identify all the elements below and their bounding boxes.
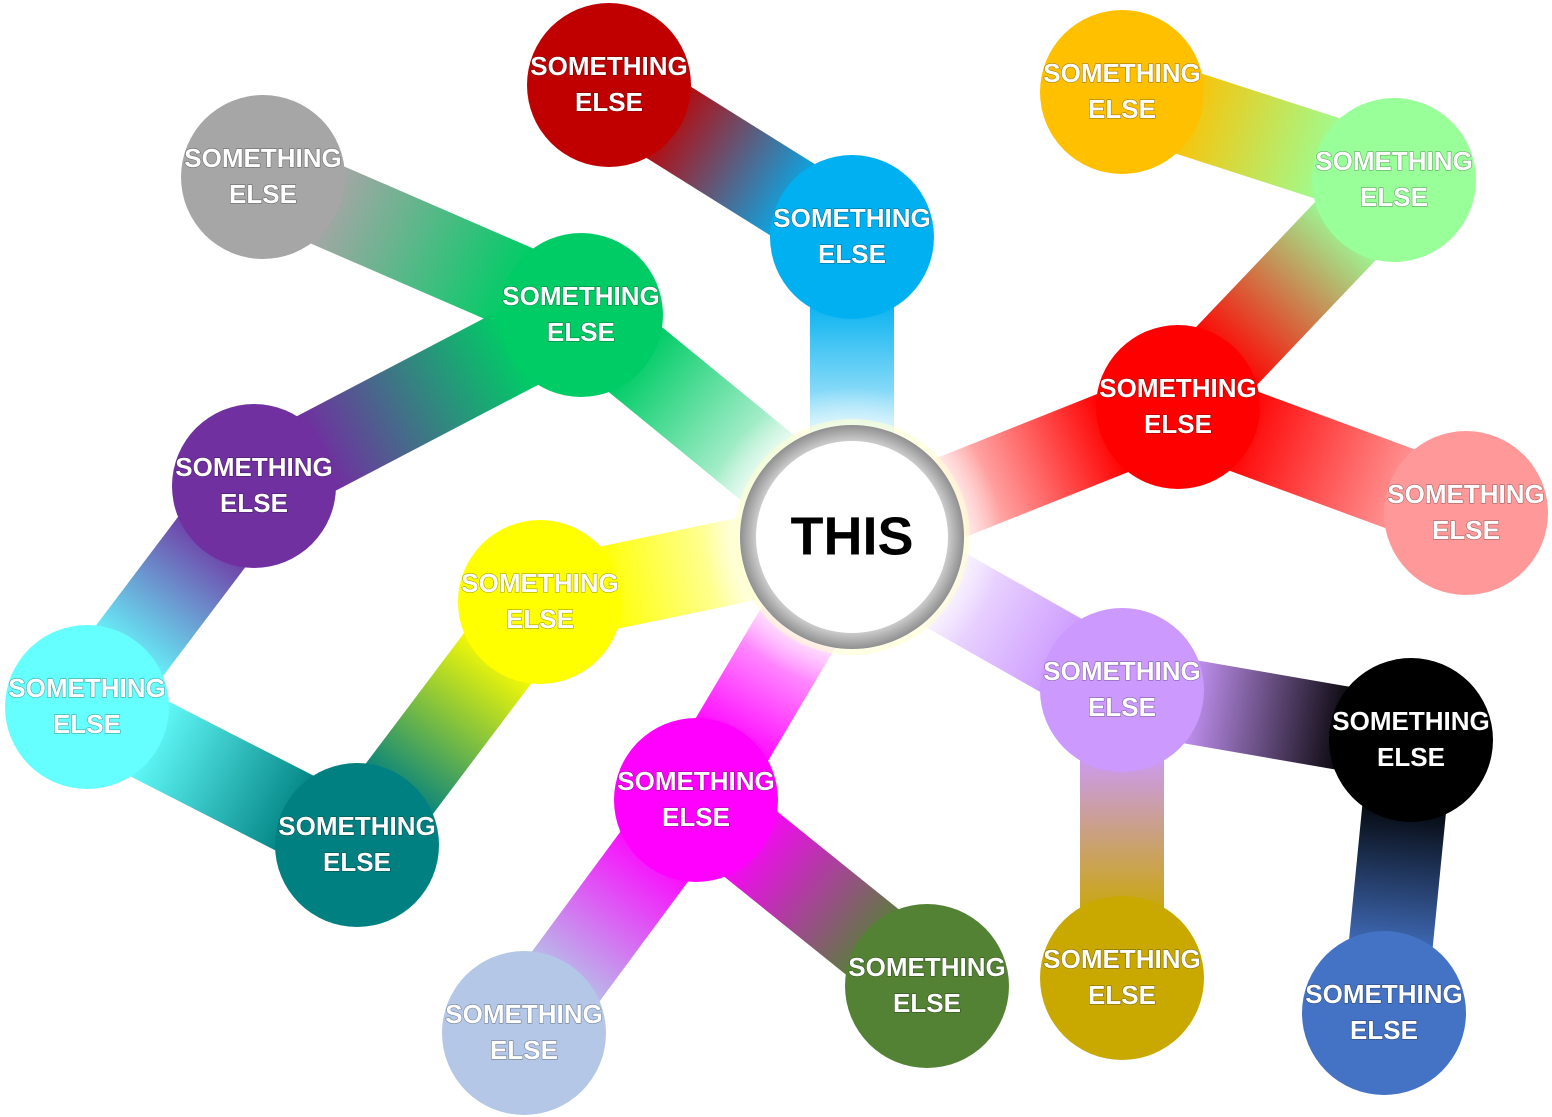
node-label-line2: ELSE bbox=[1432, 515, 1500, 545]
node-circle bbox=[1312, 98, 1476, 262]
node-label-line2: ELSE bbox=[229, 179, 297, 209]
node-circle bbox=[1040, 608, 1204, 772]
node-circle bbox=[275, 763, 439, 927]
node-magenta: SOMETHING ELSE bbox=[614, 718, 778, 882]
node-label-line2: ELSE bbox=[1088, 980, 1156, 1010]
node-circle bbox=[770, 155, 934, 319]
node-circle bbox=[442, 951, 606, 1115]
node-label-line1: SOMETHING bbox=[530, 51, 687, 81]
node-circle bbox=[614, 718, 778, 882]
node-lavender: SOMETHING ELSE bbox=[1040, 608, 1204, 772]
node-label-line1: SOMETHING bbox=[175, 452, 332, 482]
node-circle bbox=[172, 404, 336, 568]
node-circle bbox=[527, 3, 691, 167]
node-red: SOMETHING ELSE bbox=[1096, 325, 1260, 489]
node-label-line1: SOMETHING bbox=[445, 999, 602, 1029]
center-label: THIS bbox=[790, 506, 913, 566]
node-black: SOMETHING ELSE bbox=[1329, 658, 1493, 822]
node-purple: SOMETHING ELSE bbox=[172, 404, 336, 568]
node-paleblue: SOMETHING ELSE bbox=[442, 951, 606, 1115]
node-circle bbox=[1040, 896, 1204, 1060]
node-label-line2: ELSE bbox=[575, 87, 643, 117]
node-skyblue: SOMETHING ELSE bbox=[770, 155, 934, 319]
node-label-line1: SOMETHING bbox=[1043, 656, 1200, 686]
node-gray: SOMETHING ELSE bbox=[181, 95, 345, 259]
node-circle bbox=[458, 520, 622, 684]
node-salmon: SOMETHING ELSE bbox=[1384, 431, 1548, 595]
center-fade-overlay bbox=[702, 387, 1002, 687]
node-label-line2: ELSE bbox=[53, 709, 121, 739]
node-darkred: SOMETHING ELSE bbox=[527, 3, 691, 167]
node-label-line2: ELSE bbox=[1088, 94, 1156, 124]
nodes-layer: SOMETHINGELSESOMETHINGELSESOMETHINGELSES… bbox=[5, 3, 1548, 1115]
node-label-line2: ELSE bbox=[490, 1035, 558, 1065]
node-label-line1: SOMETHING bbox=[773, 203, 930, 233]
node-label-line2: ELSE bbox=[818, 239, 886, 269]
node-label-line2: ELSE bbox=[1350, 1015, 1418, 1045]
node-blue: SOMETHING ELSE bbox=[1302, 931, 1466, 1095]
node-label-line1: SOMETHING bbox=[278, 811, 435, 841]
node-label-line2: ELSE bbox=[323, 847, 391, 877]
node-circle bbox=[1040, 10, 1204, 174]
node-circle bbox=[1329, 658, 1493, 822]
node-label-line2: ELSE bbox=[506, 604, 574, 634]
node-circle bbox=[1384, 431, 1548, 595]
node-mustard: SOMETHING ELSE bbox=[1040, 896, 1204, 1060]
node-label-line1: SOMETHING bbox=[461, 568, 618, 598]
node-label-line1: SOMETHING bbox=[1387, 479, 1544, 509]
node-label-line1: SOMETHING bbox=[1315, 146, 1472, 176]
node-label-line1: SOMETHING bbox=[848, 952, 1005, 982]
node-orange: SOMETHING ELSE bbox=[1040, 10, 1204, 174]
node-label-line1: SOMETHING bbox=[1099, 373, 1256, 403]
node-circle bbox=[499, 233, 663, 397]
node-label-line2: ELSE bbox=[1088, 692, 1156, 722]
node-label-line2: ELSE bbox=[1360, 182, 1428, 212]
node-circle bbox=[845, 904, 1009, 1068]
node-yellow: SOMETHING ELSE bbox=[458, 520, 622, 684]
node-label-line2: ELSE bbox=[1377, 742, 1445, 772]
node-label-line1: SOMETHING bbox=[617, 766, 774, 796]
hub-fade bbox=[702, 387, 1002, 687]
node-lightgreen: SOMETHING ELSE bbox=[1312, 98, 1476, 262]
node-label-line2: ELSE bbox=[220, 488, 288, 518]
node-label-line1: SOMETHING bbox=[184, 143, 341, 173]
node-olive: SOMETHING ELSE bbox=[845, 904, 1009, 1068]
node-label-line2: ELSE bbox=[662, 802, 730, 832]
node-cyan: SOMETHING ELSE bbox=[5, 625, 169, 789]
node-teal: SOMETHING ELSE bbox=[275, 763, 439, 927]
node-circle bbox=[1096, 325, 1260, 489]
node-label-line1: SOMETHING bbox=[8, 673, 165, 703]
node-label-line1: SOMETHING bbox=[1332, 706, 1489, 736]
node-circle bbox=[5, 625, 169, 789]
node-label-line2: ELSE bbox=[547, 317, 615, 347]
node-circle bbox=[181, 95, 345, 259]
node-label-line1: SOMETHING bbox=[1043, 944, 1200, 974]
node-label-line2: ELSE bbox=[1144, 409, 1212, 439]
node-green: SOMETHING ELSE bbox=[499, 233, 663, 397]
node-label-line2: ELSE bbox=[893, 988, 961, 1018]
node-label-line1: SOMETHING bbox=[1043, 58, 1200, 88]
node-label-line1: SOMETHING bbox=[502, 281, 659, 311]
node-circle bbox=[1302, 931, 1466, 1095]
node-label-line1: SOMETHING bbox=[1305, 979, 1462, 1009]
